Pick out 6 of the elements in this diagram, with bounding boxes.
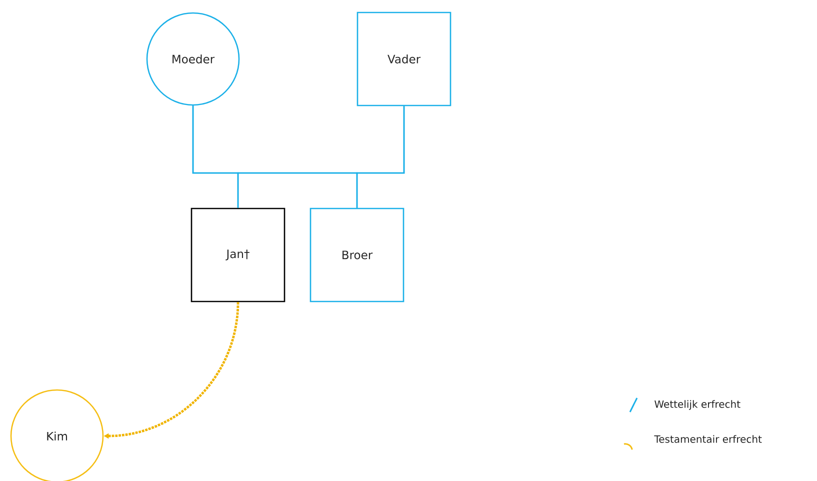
person-box: Broer	[310, 208, 404, 302]
legend-label: Testamentair erfrecht	[654, 435, 762, 443]
connector	[356, 106, 405, 208]
legend-label: Wettelijk erfrecht	[654, 400, 740, 410]
person-box: Vader	[356, 12, 452, 106]
person-box: Jan†	[190, 208, 286, 302]
